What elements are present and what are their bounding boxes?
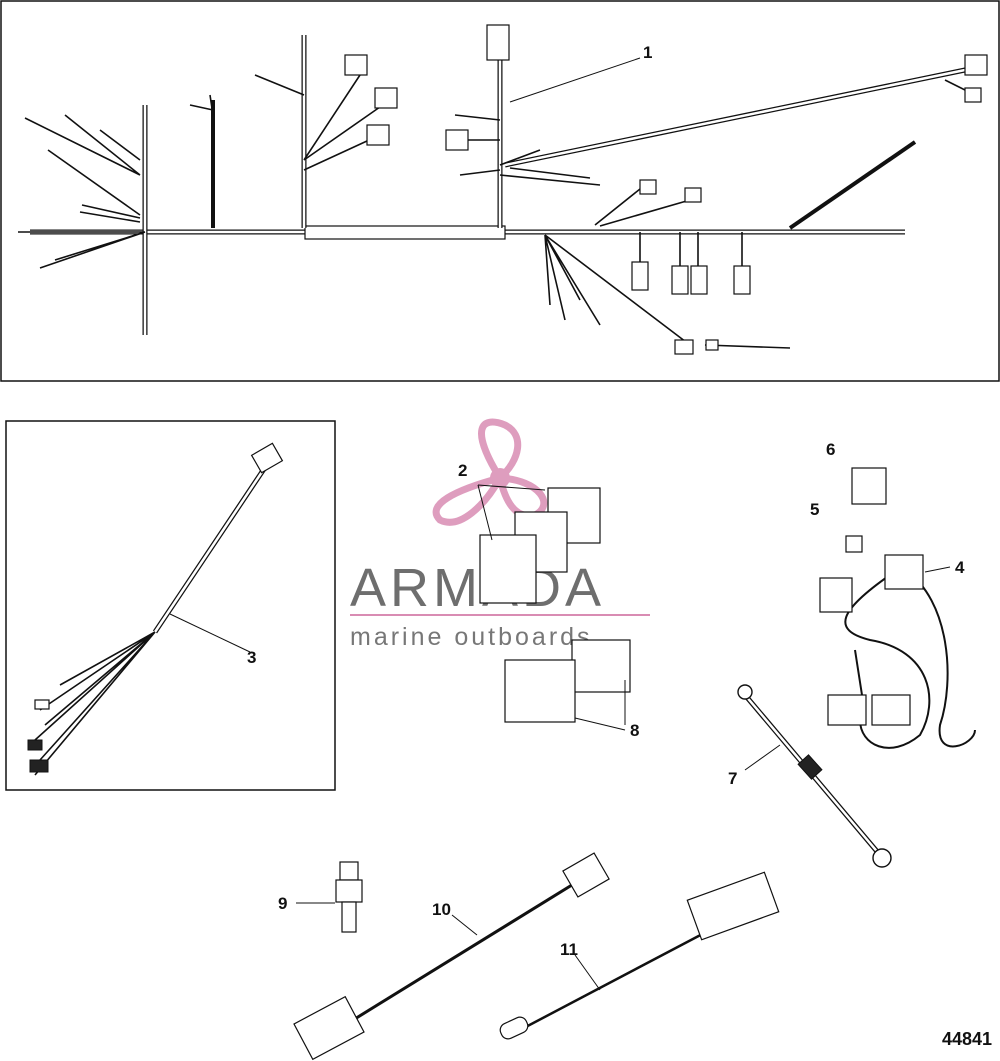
callout-8-label: 8	[630, 721, 639, 740]
relay-group	[477, 484, 601, 604]
harness-lead-10	[293, 852, 610, 1061]
propeller-logo-icon	[432, 418, 548, 526]
figure-number: 44841	[942, 1029, 992, 1049]
sensor	[296, 861, 363, 933]
callout-2-label: 2	[458, 461, 467, 480]
callout-11-label: 11	[560, 940, 578, 959]
callout-1: 1	[509, 43, 652, 103]
callout-5-label: 5	[810, 500, 819, 519]
sensor-lead-11	[499, 871, 780, 1040]
callout-4-label: 4	[955, 558, 965, 577]
circuit-breaker	[851, 467, 887, 505]
relay-pair	[504, 639, 631, 731]
main-harness-panel	[0, 0, 1000, 382]
sub-harness-panel	[5, 420, 336, 791]
callout-3-label: 3	[247, 648, 256, 667]
callout-10-label: 10	[432, 900, 451, 919]
callout-9-label: 9	[278, 894, 287, 913]
watermark-tagline: marine outboards	[350, 623, 593, 651]
main-harness	[18, 24, 988, 355]
fuse	[845, 535, 863, 553]
sub-harness	[27, 442, 284, 776]
ground-cable	[737, 684, 892, 868]
callout-1-label: 1	[643, 43, 652, 62]
callout-6-label: 6	[826, 440, 835, 459]
relay-harness	[819, 554, 976, 749]
callout-7-label: 7	[728, 769, 737, 788]
